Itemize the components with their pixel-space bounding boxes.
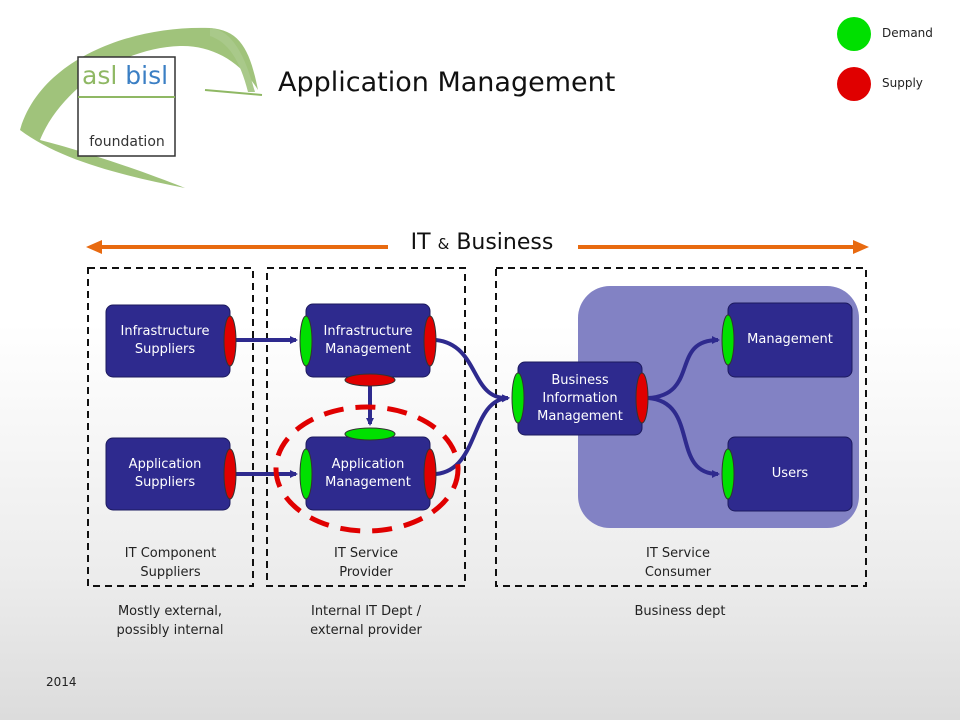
label-infrastructure-suppliers: Infrastructure Suppliers (120, 324, 210, 357)
logo-text-line1: asl bisl (82, 60, 172, 92)
label-users: Users (771, 466, 809, 481)
box-management (721, 302, 853, 378)
zone-label-service-consumer: IT Service Consumer (644, 546, 712, 580)
legend-demand-dot (837, 17, 871, 51)
banner-arrowhead-right (853, 240, 869, 254)
logo-text-bisl: bisl (125, 61, 169, 90)
box-users (721, 436, 853, 512)
zone-service-provider (266, 267, 466, 587)
zone-component-suppliers (87, 267, 254, 587)
logo-box (77, 56, 176, 157)
legend-demand-label: Demand (882, 26, 933, 40)
logo-text-foundation: foundation (89, 134, 165, 150)
box-business-information-management (511, 361, 649, 436)
footer-year: 2014 (46, 675, 77, 689)
connector-infra-mgmt-to-bim (435, 338, 510, 403)
box-infrastructure-suppliers (105, 304, 237, 378)
zone-description-service-provider: Internal IT Dept / external provider (310, 604, 422, 638)
banner-arrowhead-left (86, 240, 102, 254)
banner-text-business: Business (456, 230, 554, 255)
zone-description-component-suppliers: Mostly external, possibly internal (116, 604, 224, 638)
label-infrastructure-management: Infrastructure Management (323, 323, 413, 357)
label-business-information-management: Business Information Management (537, 372, 623, 424)
zone-label-service-provider: IT Service Provider (334, 546, 398, 580)
legend-supply-label: Supply (882, 76, 923, 90)
box-application-suppliers (105, 437, 237, 511)
logo-text-asl: asl (82, 61, 118, 90)
label-application-management: Application Management (325, 456, 411, 490)
connector-app-mgmt-to-bim (435, 394, 510, 476)
banner-text-amp: & (437, 235, 450, 253)
connector-bim-to-users (647, 396, 720, 478)
highlight-application-management (273, 404, 461, 534)
box-application-management (299, 427, 437, 511)
banner-text-it: IT (410, 230, 431, 255)
label-application-suppliers: Application Suppliers (128, 457, 202, 490)
zone-label-component-suppliers: IT Component Suppliers (124, 546, 217, 580)
page-title: Application Management (278, 67, 616, 98)
zone-service-consumer (495, 267, 867, 587)
label-management: Management (747, 332, 833, 347)
connector-bim-to-management (647, 336, 720, 400)
box-infrastructure-management (299, 303, 437, 387)
legend-supply-dot (837, 67, 871, 101)
banner-title: IT & Business (398, 230, 566, 255)
zone-description-service-consumer: Business dept (634, 604, 726, 619)
